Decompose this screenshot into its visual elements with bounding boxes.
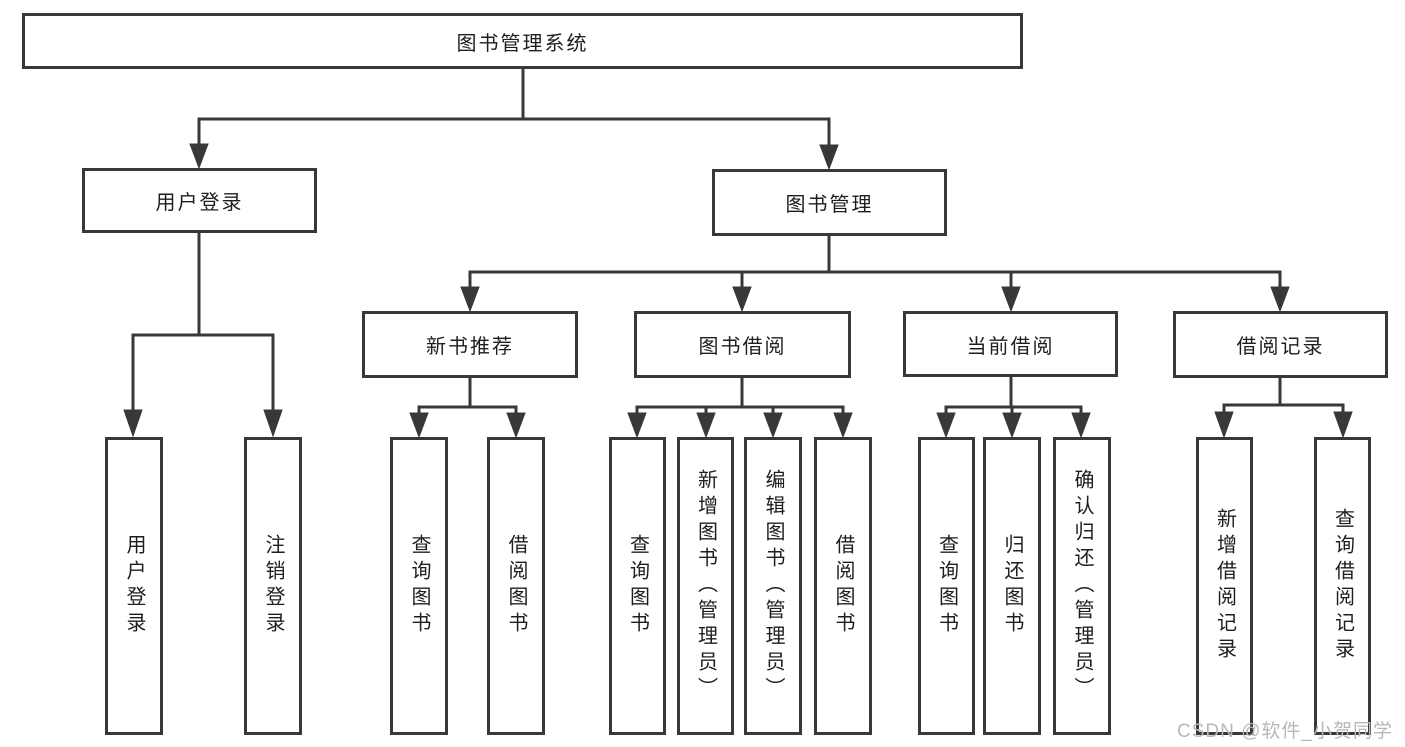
leaf-user-login: 用户登录 <box>105 437 163 735</box>
leaf-recommend-query-books: 查询图书 <box>390 437 448 735</box>
leaf-borrowing-borrow-books: 借阅图书 <box>814 437 872 735</box>
leaf-return-books: 归还图书 <box>983 437 1041 735</box>
leaf-borrowing-query-books: 查询图书 <box>609 437 666 735</box>
node-current-borrowing: 当前借阅 <box>903 311 1118 377</box>
node-new-book-recommend: 新书推荐 <box>362 311 578 378</box>
leaf-add-borrow-record: 新增借阅记录 <box>1196 437 1253 735</box>
leaf-current-query-books: 查询图书 <box>918 437 975 735</box>
leaf-edit-book-admin: 编辑图书（管理员） <box>744 437 802 735</box>
leaf-confirm-return-admin: 确认归还（管理员） <box>1053 437 1111 735</box>
leaf-add-book-admin: 新增图书（管理员） <box>677 437 734 735</box>
leaf-query-borrow-record: 查询借阅记录 <box>1314 437 1371 735</box>
node-library-management-system: 图书管理系统 <box>22 13 1023 69</box>
node-user-login: 用户登录 <box>82 168 317 233</box>
leaf-logout-login: 注销登录 <box>244 437 302 735</box>
leaf-recommend-borrow-books: 借阅图书 <box>487 437 545 735</box>
csdn-watermark: CSDN @软件_小贺同学 <box>1177 721 1393 742</box>
node-book-management: 图书管理 <box>712 169 947 236</box>
node-borrowing-records: 借阅记录 <box>1173 311 1388 378</box>
node-book-borrowing: 图书借阅 <box>634 311 851 378</box>
